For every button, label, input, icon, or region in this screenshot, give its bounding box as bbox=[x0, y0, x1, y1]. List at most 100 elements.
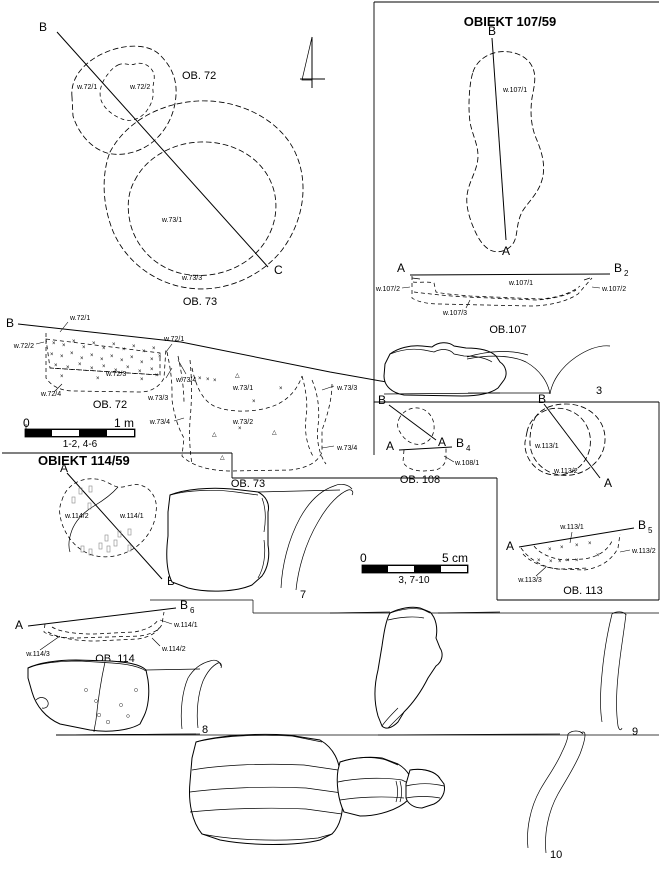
section-label-b2-main: B bbox=[614, 261, 622, 275]
section-label-b2-sub: 2 bbox=[624, 269, 629, 278]
svg-text:×: × bbox=[575, 543, 579, 549]
scale-bar-metric: 0 1 m 1-2, 4-6 bbox=[23, 416, 136, 450]
obiekt-107-group: OBIEKT 107/59 B A w.107/1 A B 2 w.107/1 … bbox=[375, 14, 629, 336]
section-label-c-plan: C bbox=[274, 263, 283, 277]
section-label-a-114: A bbox=[60, 461, 68, 475]
svg-text:×: × bbox=[90, 366, 94, 372]
layer-label-w72-1-b: w.72/1 bbox=[163, 336, 184, 343]
section-label-a-113: A bbox=[604, 476, 612, 490]
svg-text:×: × bbox=[122, 347, 126, 353]
section-label-a-108: A bbox=[438, 435, 446, 449]
feature-label-ob107: OB.107 bbox=[489, 324, 526, 336]
layer-label-w72-3-sec: w.72/3 bbox=[105, 371, 126, 378]
feature-label-ob73-plan: OB. 73 bbox=[183, 296, 217, 308]
artifact-10-group: 10 bbox=[55, 730, 586, 861]
panel-frames bbox=[2, 1, 660, 736]
layer-label-w72-2-plan: w.72/2 bbox=[129, 84, 150, 91]
svg-text:×: × bbox=[50, 352, 54, 358]
svg-text:×: × bbox=[213, 378, 217, 384]
artifact-9-group: 9 bbox=[329, 606, 638, 738]
svg-text:×: × bbox=[102, 346, 106, 352]
layer-label-w72-1-plan: w.72/1 bbox=[76, 84, 97, 91]
section-label-a-107-sec: A bbox=[397, 261, 405, 275]
artifact-7-group: 7 bbox=[166, 483, 354, 601]
scale-metric-zero: 0 bbox=[23, 416, 30, 430]
ob113-group: B A w.113/1 w.113/2 A B 5 ××× × ××× ××× … bbox=[506, 392, 656, 597]
svg-text:×: × bbox=[279, 386, 283, 392]
scale-cm-applies: 3, 7-10 bbox=[398, 575, 430, 586]
artifact-8-group: 8 bbox=[27, 659, 222, 736]
layer-label-w107-1-sec: w.107/1 bbox=[508, 280, 533, 287]
layer-label-w73-1-plan: w.73/1 bbox=[161, 217, 182, 224]
layer-label-w114-2-sec: w.114/2 bbox=[161, 646, 186, 653]
title-obiekt-114: OBIEKT 114/59 bbox=[38, 453, 130, 468]
scale-cm-zero: 0 bbox=[360, 551, 367, 565]
scale-metric-applies: 1-2, 4-6 bbox=[63, 439, 98, 450]
svg-text:×: × bbox=[82, 345, 86, 351]
feature-label-ob72-plan: OB. 72 bbox=[182, 70, 216, 82]
svg-text:×: × bbox=[62, 343, 66, 349]
svg-text:×: × bbox=[130, 355, 134, 361]
section-label-a-107: A bbox=[502, 244, 510, 258]
svg-text:×: × bbox=[152, 346, 156, 352]
svg-text:×: × bbox=[90, 353, 94, 359]
svg-text:×: × bbox=[150, 357, 154, 363]
svg-text:×: × bbox=[566, 558, 570, 564]
ob108-group: B A A B 4 w.108/1 OB. 108 bbox=[378, 393, 479, 486]
svg-text:△: △ bbox=[235, 373, 240, 379]
svg-text:×: × bbox=[252, 399, 256, 405]
svg-text:×: × bbox=[54, 363, 58, 369]
svg-text:×: × bbox=[142, 349, 146, 355]
layer-label-w73-4-a: w.73/4 bbox=[175, 377, 196, 384]
svg-text:×: × bbox=[588, 541, 592, 547]
layer-label-w72-4-sec: w.72/4 bbox=[40, 391, 61, 398]
layer-label-w73-3-b: w.73/3 bbox=[336, 385, 357, 392]
layer-label-w72-1-a: w.72/1 bbox=[69, 315, 90, 322]
section-label-b-plan: B bbox=[39, 20, 47, 34]
svg-text:×: × bbox=[575, 558, 579, 564]
artifact-number-9: 9 bbox=[632, 726, 638, 738]
svg-text:×: × bbox=[140, 360, 144, 366]
artifact-number-8: 8 bbox=[202, 724, 208, 736]
svg-text:×: × bbox=[140, 377, 144, 383]
layer-label-w114-1-plan: w.114/1 bbox=[119, 513, 144, 520]
svg-text:×: × bbox=[138, 369, 142, 375]
svg-text:×: × bbox=[100, 357, 104, 363]
svg-text:×: × bbox=[158, 354, 162, 360]
layer-label-w113-2-sec: w.113/2 bbox=[631, 548, 656, 555]
section-label-b5-main: B bbox=[638, 518, 646, 532]
svg-text:△: △ bbox=[212, 432, 217, 438]
section-label-b4-sub: 4 bbox=[466, 444, 471, 453]
section-label-a-113-sec: A bbox=[506, 539, 514, 553]
layer-label-w73-3-plan: w.73/3 bbox=[181, 275, 202, 282]
layer-label-w113-1-plan: w.113/1 bbox=[534, 443, 559, 450]
artifact-number-3: 3 bbox=[596, 385, 602, 397]
layer-label-w107-2-left: w.107/2 bbox=[375, 286, 400, 293]
svg-text:×: × bbox=[120, 358, 124, 364]
svg-text:×: × bbox=[206, 377, 210, 383]
artifact-number-10: 10 bbox=[550, 849, 562, 861]
svg-text:×: × bbox=[132, 344, 136, 350]
layer-label-w108-1: w.108/1 bbox=[454, 460, 479, 467]
plan-ob72-ob73: B C w.72/1 w.72/2 w.73/1 w.73/3 OB. 72 O… bbox=[39, 20, 304, 308]
svg-text:×: × bbox=[114, 368, 118, 374]
layer-label-w73-4-b: w.73/4 bbox=[149, 419, 170, 426]
layer-label-w113-3-sec: w.113/3 bbox=[517, 577, 542, 584]
svg-text:△: △ bbox=[272, 430, 277, 436]
svg-text:×: × bbox=[112, 342, 116, 348]
section-ob72-ob73: B C 1 ××× ××× ××× ×× ××× ××× ××× ××× ×××… bbox=[6, 315, 411, 490]
section-label-b6-sub: 6 bbox=[190, 606, 195, 615]
layer-label-w114-3-sec: w.114/3 bbox=[25, 651, 50, 658]
layer-label-w107-1-plan: w.107/1 bbox=[502, 87, 527, 94]
svg-text:×: × bbox=[66, 365, 70, 371]
layer-label-w113-2-plan: w.113/2 bbox=[553, 468, 578, 475]
scale-cm-max: 5 cm bbox=[442, 551, 468, 565]
title-obiekt-107: OBIEKT 107/59 bbox=[464, 14, 557, 29]
svg-text:×: × bbox=[70, 351, 74, 357]
svg-text:×: × bbox=[560, 545, 564, 551]
feature-label-ob73-sec: OB. 73 bbox=[231, 478, 265, 490]
svg-text:×: × bbox=[198, 376, 202, 382]
artifact-number-7: 7 bbox=[300, 589, 306, 601]
section-label-b5-sub: 5 bbox=[648, 526, 653, 535]
svg-text:×: × bbox=[72, 339, 76, 345]
